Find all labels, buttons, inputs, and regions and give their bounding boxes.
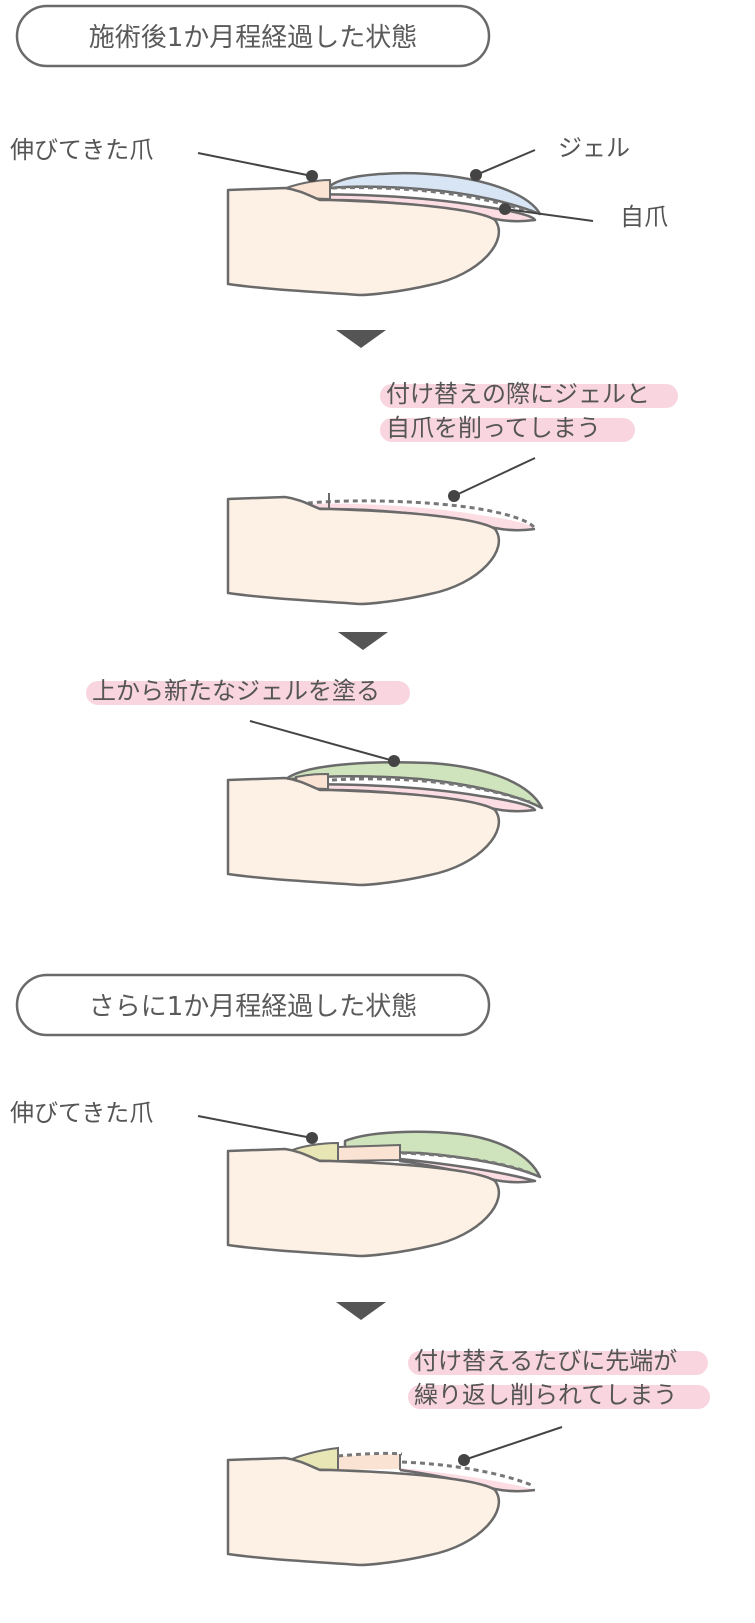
header-box-top: 施術後1か月程経過した状態 bbox=[15, 4, 491, 68]
natural-nail-shape bbox=[400, 1468, 535, 1492]
marker-dot bbox=[458, 1454, 470, 1466]
boundary-dashed bbox=[331, 186, 531, 214]
highlight-bar bbox=[408, 1351, 708, 1375]
new-gel-shape bbox=[283, 761, 544, 810]
leader-line-grown-nail bbox=[197, 1115, 313, 1139]
marker-dot bbox=[499, 203, 511, 215]
nail-step-4 bbox=[226, 1130, 542, 1258]
removed-outline-dashed bbox=[401, 1460, 535, 1488]
marker-dot bbox=[306, 170, 318, 182]
header-title-bottom: さらに1か月程経過した状態 bbox=[89, 992, 418, 1022]
leader-line bbox=[453, 457, 536, 497]
leader-line-gel bbox=[475, 149, 536, 176]
header-box-bottom: さらに1か月程経過した状態 bbox=[15, 973, 491, 1037]
removed-outline-dashed bbox=[289, 499, 537, 530]
boundary-dashed bbox=[331, 777, 531, 804]
note-step2-line2: 自爪を削ってしまう bbox=[386, 414, 601, 442]
label-gel: ジェル bbox=[558, 134, 630, 162]
nail-step-1 bbox=[226, 172, 542, 297]
highlight-bar bbox=[380, 418, 635, 442]
leader-line-natural-nail bbox=[504, 208, 594, 222]
note-step3: 上から新たなジェルを塗る bbox=[92, 677, 380, 705]
note-step5-line2: 繰り返し削られてしまう bbox=[414, 1381, 677, 1409]
highlight-bar bbox=[408, 1385, 710, 1409]
note-step5-line1: 付け替えるたびに先端が bbox=[414, 1347, 677, 1375]
marker-dot bbox=[388, 755, 400, 767]
label-grown-nail-2: 伸びてきた爪 bbox=[10, 1099, 153, 1127]
down-arrow-icon bbox=[338, 632, 388, 650]
highlight-bar bbox=[86, 681, 410, 705]
leader-line bbox=[463, 1426, 563, 1461]
marker-dot bbox=[306, 1132, 318, 1144]
header-title-top: 施術後1か月程経過した状態 bbox=[89, 23, 418, 53]
marker-dot bbox=[448, 490, 460, 502]
highlight-bar bbox=[380, 384, 678, 408]
nail-step-3 bbox=[226, 761, 544, 887]
boundary-dashed bbox=[401, 1151, 531, 1175]
label-grown-nail: 伸びてきた爪 bbox=[10, 136, 153, 164]
down-arrow-icon bbox=[336, 1302, 386, 1320]
grown-nail-shape bbox=[337, 1143, 401, 1163]
leader-line bbox=[249, 720, 395, 762]
leader-line-grown-nail bbox=[197, 152, 313, 177]
finger-shape bbox=[226, 1456, 501, 1567]
label-natural-nail: 自爪 bbox=[620, 203, 668, 231]
down-arrow-icon bbox=[336, 330, 386, 348]
marker-dot bbox=[470, 169, 482, 181]
note-step2-line1: 付け替えの際にジェルと bbox=[386, 380, 650, 408]
nail-step-2 bbox=[226, 493, 537, 606]
nail-step-5 bbox=[226, 1446, 536, 1567]
grown-nail-shape bbox=[338, 1454, 400, 1470]
